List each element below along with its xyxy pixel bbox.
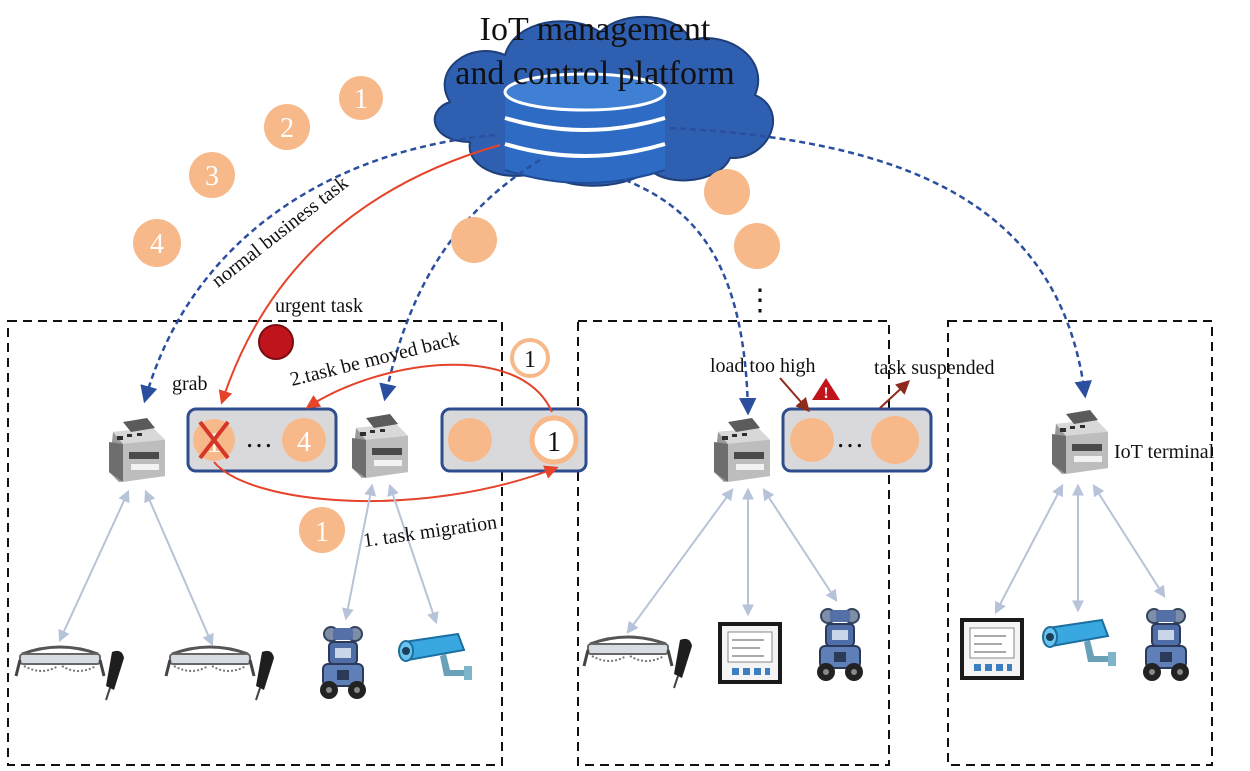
queue-2-task xyxy=(448,418,492,462)
ar-glasses-icon xyxy=(582,635,674,668)
grab-label: grab xyxy=(172,373,208,395)
suspend-arrow xyxy=(879,380,911,409)
queue-3-task xyxy=(871,416,919,464)
device-link xyxy=(387,483,439,625)
task-1-label: 1 xyxy=(354,84,368,115)
queue-1-last-task xyxy=(282,418,326,462)
sensor-probe-icon xyxy=(255,649,275,701)
task-in-flight xyxy=(734,223,780,269)
platform-arrow-2 xyxy=(379,158,541,402)
edge-server-icon xyxy=(352,414,408,478)
urgent-task-dot xyxy=(258,324,294,360)
task-2 xyxy=(264,104,310,150)
warning-icon xyxy=(812,378,840,400)
sensor-probe-icon xyxy=(105,649,125,701)
moved-back-label: 2.task be moved back xyxy=(288,328,461,391)
device-link xyxy=(626,488,734,634)
edge-server-icon xyxy=(1052,410,1108,474)
robot-icon xyxy=(1142,608,1190,682)
task-2-label: 2 xyxy=(280,113,294,144)
meter-panel-icon xyxy=(718,622,782,684)
device-link xyxy=(58,489,130,643)
task-4-label: 4 xyxy=(150,229,164,260)
camera-icon xyxy=(1042,619,1117,667)
task-3-label: 3 xyxy=(205,161,219,192)
device-link xyxy=(994,483,1064,615)
platform-title-line2: and control platform xyxy=(455,55,734,92)
device-link xyxy=(762,487,838,603)
meter-panel-icon xyxy=(960,618,1024,680)
urgent-arrow xyxy=(218,144,501,405)
edge-region-2 xyxy=(577,320,890,766)
task-in-flight xyxy=(704,169,750,215)
device-link xyxy=(1092,483,1166,599)
camera-icon xyxy=(398,633,473,681)
vertical-ellipsis: ⋮ xyxy=(745,284,775,317)
edge-server-icon xyxy=(109,418,165,482)
task-in-flight xyxy=(451,217,497,263)
queue-3-ellipsis: … xyxy=(836,423,864,454)
ar-glasses-icon xyxy=(164,645,256,678)
robot-icon xyxy=(816,608,864,682)
queue-1-last-label: 4 xyxy=(297,427,311,458)
migrating-task-label: 1 xyxy=(315,517,329,548)
edge-region-1 xyxy=(7,320,503,766)
task-1 xyxy=(339,76,383,120)
queue-2-migrated-label: 1 xyxy=(547,427,561,458)
queue-2-migrated-task xyxy=(529,415,579,465)
robot-icon xyxy=(319,626,367,700)
task-3 xyxy=(189,152,235,198)
queue-1-ellipsis: … xyxy=(245,423,273,454)
ar-glasses-icon xyxy=(14,645,106,678)
platform-arrow-3 xyxy=(624,178,757,416)
platform-title-line1: IoT management xyxy=(480,11,711,48)
queue-3-task xyxy=(790,418,834,462)
urgent-task-label: urgent task xyxy=(275,295,363,317)
database-icon xyxy=(503,72,667,184)
returned-task-label: 1 xyxy=(524,347,536,373)
warning-mark: ! xyxy=(823,385,828,402)
cross-icon xyxy=(198,420,230,460)
task-4 xyxy=(133,219,181,267)
platform-arrow-4 xyxy=(669,126,1092,399)
migrating-task xyxy=(299,507,345,553)
suspended-label: task suspended xyxy=(874,357,995,379)
sensor-probe-icon xyxy=(673,637,693,689)
returned-task xyxy=(510,338,550,378)
edge-region-3 xyxy=(947,320,1213,766)
load-arrow xyxy=(779,377,810,413)
move-back-arrow xyxy=(305,363,553,413)
load-high-label: load too high xyxy=(710,355,816,377)
iot-terminal-label: IoT terminal xyxy=(1114,441,1215,463)
platform-arrow-1 xyxy=(140,133,496,404)
edge-server-icon xyxy=(714,418,770,482)
device-link xyxy=(144,489,214,647)
device-link xyxy=(341,483,377,621)
migration-label: 1. task migration xyxy=(362,511,499,552)
